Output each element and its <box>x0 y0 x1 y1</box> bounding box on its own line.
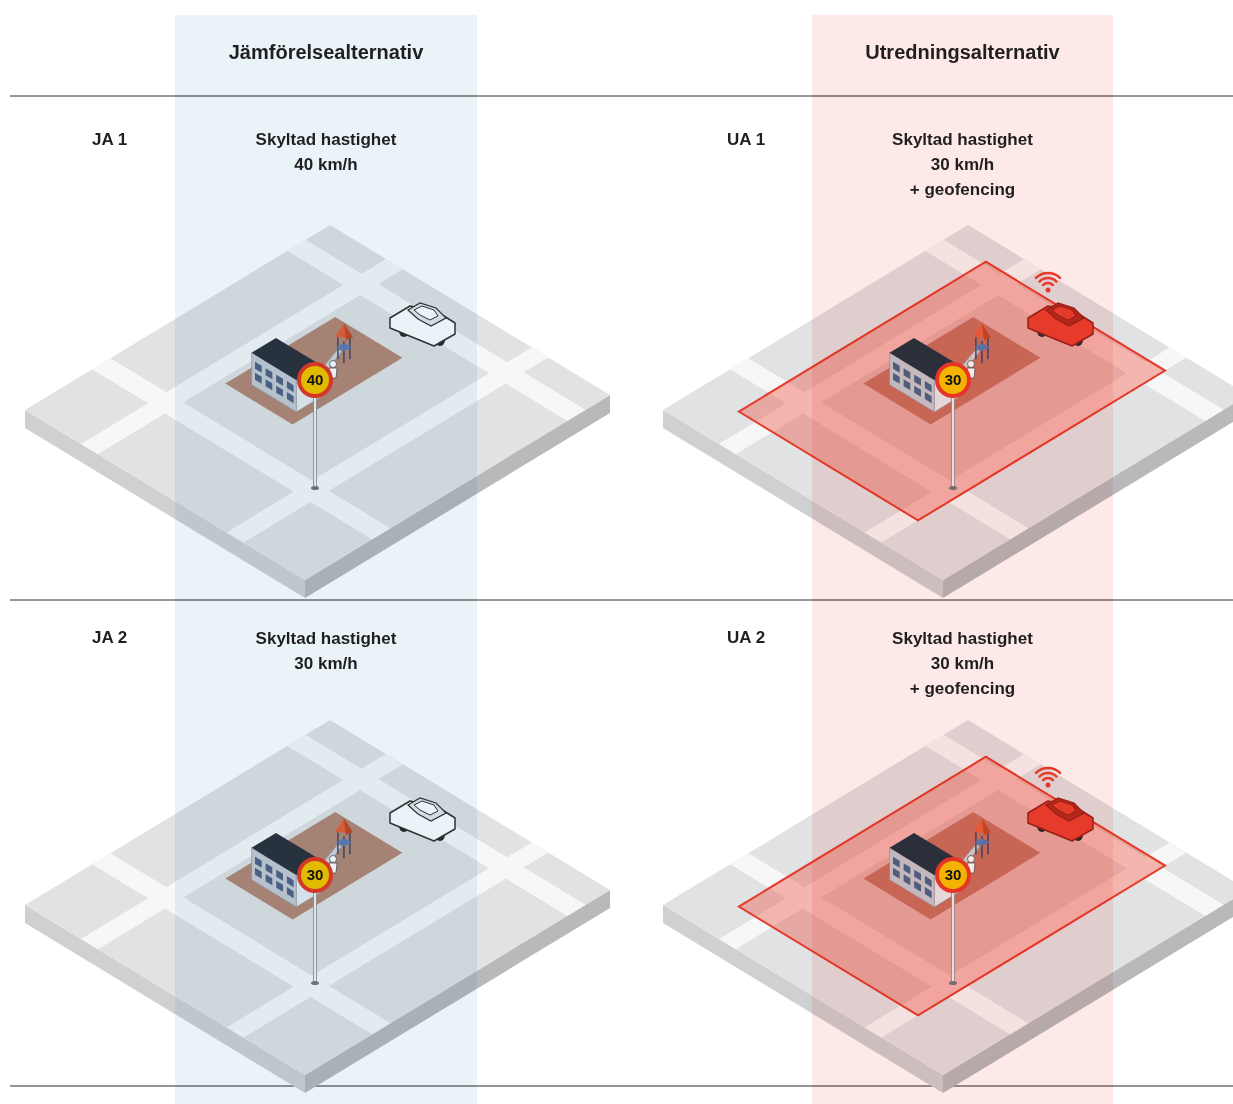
speed-limit-number: 30 <box>307 867 324 883</box>
caption-line: + geofencing <box>812 177 1113 202</box>
column-band: JämförelsealternativSkyltad hastighet 40… <box>175 15 477 1104</box>
scenario-caption: Skyltad hastighet 30 km/h <box>175 626 477 676</box>
speed-limit-number: 30 <box>945 867 962 883</box>
scenario-caption: Skyltad hastighet 30 km/h + geofencing <box>812 626 1113 701</box>
scenario-id: UA 2 <box>727 626 765 650</box>
speed-limit-number: 40 <box>307 372 324 388</box>
scenario-id: JA 1 <box>92 128 127 152</box>
caption-line: 30 km/h <box>812 152 1113 177</box>
scenario-id: JA 2 <box>92 626 127 650</box>
scenario-caption: Skyltad hastighet 30 km/h + geofencing <box>812 127 1113 202</box>
caption-line: 30 km/h <box>175 651 477 676</box>
caption-line: + geofencing <box>812 676 1113 701</box>
caption-line: Skyltad hastighet <box>175 127 477 152</box>
caption-line: 40 km/h <box>175 152 477 177</box>
column-heading: Utredningsalternativ <box>812 40 1113 64</box>
column-band: UtredningsalternativSkyltad hastighet 30… <box>812 15 1113 1104</box>
speed-limit-number: 30 <box>945 372 962 388</box>
scenario-caption: Skyltad hastighet 40 km/h <box>175 127 477 177</box>
caption-line: 30 km/h <box>812 651 1113 676</box>
caption-line: Skyltad hastighet <box>812 127 1113 152</box>
caption-line: Skyltad hastighet <box>175 626 477 651</box>
column-heading: Jämförelsealternativ <box>175 40 477 64</box>
caption-line: Skyltad hastighet <box>812 626 1113 651</box>
scenario-id: UA 1 <box>727 128 765 152</box>
